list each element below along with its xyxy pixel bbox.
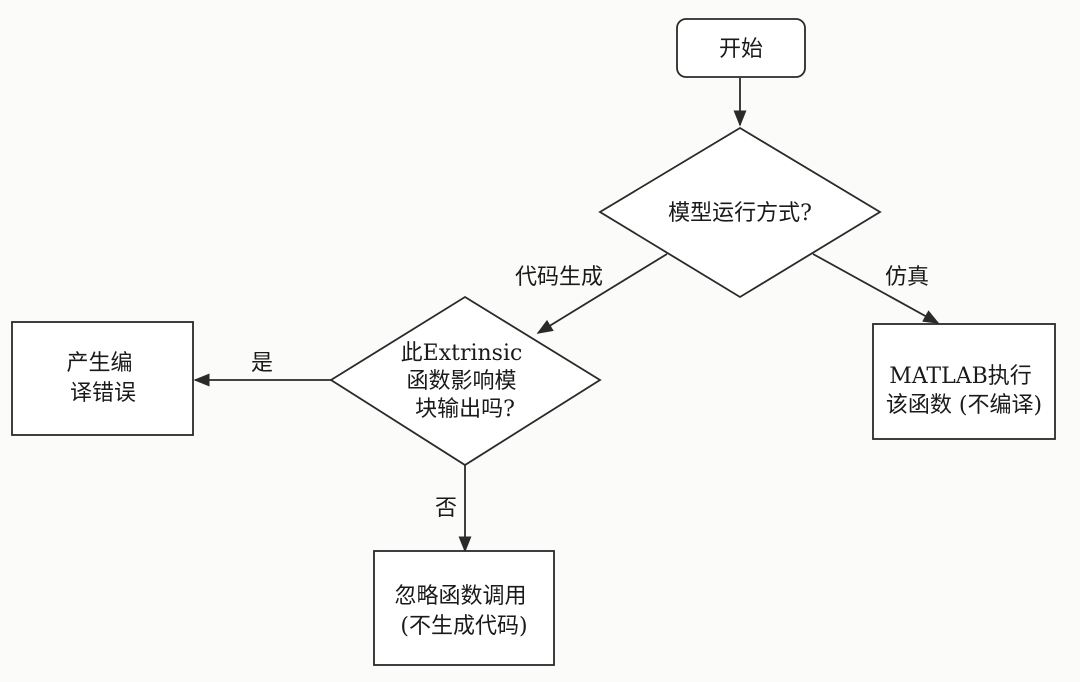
start-node-label: 开始 xyxy=(719,37,763,62)
matlab-exec-box-label: MATLAB执行 该函数 (不编译) xyxy=(886,364,1042,418)
edge-label-codegen: 代码生成 xyxy=(515,265,603,290)
error-box xyxy=(11,321,194,436)
ignore-call-line-2: (不生成代码) xyxy=(400,614,527,639)
edge-label-simulation: 仿真 xyxy=(885,265,929,290)
decision-model-mode xyxy=(598,126,882,299)
edge-label-yes: 是 xyxy=(251,351,273,376)
matlab-exec-line-2: 该函数 (不编译) xyxy=(886,393,1042,418)
decision-model-mode-label: 模型运行方式? xyxy=(668,201,812,226)
ignore-call-box-label: 忽略函数调用 (不生成代码) xyxy=(394,584,533,639)
edge-label-no: 否 xyxy=(435,496,457,521)
ignore-call-line-1: 忽略函数调用 xyxy=(394,584,526,609)
error-box-label: 产生编 译错误 xyxy=(66,351,139,406)
edge-simulation xyxy=(812,253,940,324)
matlab-exec-box xyxy=(872,323,1056,440)
decision-extrinsic-line-3: 块输出吗? xyxy=(415,397,515,422)
ignore-call-box xyxy=(373,550,555,666)
matlab-exec-line-1: MATLAB执行 xyxy=(889,364,1032,389)
decision-extrinsic-line-2: 函数影响模 xyxy=(406,369,516,394)
error-box-line-2: 译错误 xyxy=(70,381,136,406)
decision-extrinsic-line-1: 此Extrinsic xyxy=(401,341,523,366)
start-node xyxy=(676,18,806,78)
error-box-line-1: 产生编 xyxy=(66,351,132,376)
decision-extrinsic xyxy=(329,295,602,467)
edge-codegen xyxy=(536,253,668,334)
decision-extrinsic-label: 此Extrinsic 函数影响模 块输出吗? xyxy=(401,341,530,422)
